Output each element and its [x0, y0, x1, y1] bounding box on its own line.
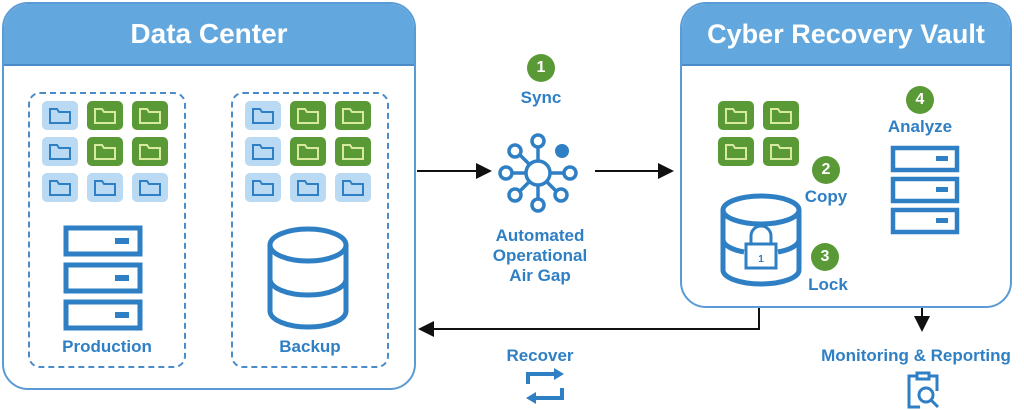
backup-label: Backup	[279, 337, 341, 356]
folder-tile-blue	[245, 101, 281, 130]
folder-icon	[94, 180, 116, 196]
production-label: Production	[62, 337, 152, 356]
database-icon	[267, 226, 349, 330]
server-stack-icon	[63, 225, 143, 331]
folder-tile-green	[763, 137, 799, 166]
folder-icon	[342, 108, 364, 124]
folder-icon	[297, 108, 319, 124]
folder-tile-green	[132, 101, 168, 130]
copy-label: Copy	[804, 187, 848, 206]
folder-tile-blue	[290, 173, 326, 202]
folder-icon	[297, 180, 319, 196]
step-badge-1: 1	[527, 54, 555, 82]
folder-icon	[49, 144, 71, 160]
vault-title: Cyber Recovery Vault	[682, 4, 1010, 66]
folder-tile-blue	[245, 173, 281, 202]
clipboard-search-icon	[907, 371, 940, 409]
data-center-title: Data Center	[4, 4, 414, 66]
folder-icon	[770, 144, 792, 160]
folder-tile-green	[718, 137, 754, 166]
folder-tile-blue	[245, 137, 281, 166]
sync-arrows-icon	[526, 368, 564, 404]
folder-tile-blue	[132, 173, 168, 202]
folder-tile-blue	[87, 173, 123, 202]
folder-tile-green	[335, 101, 371, 130]
folder-icon	[252, 144, 274, 160]
folder-icon	[139, 144, 161, 160]
folder-tile-green	[335, 137, 371, 166]
production-group	[28, 92, 186, 368]
analyze-server-icon	[890, 145, 960, 235]
folder-tile-green	[718, 101, 754, 130]
folder-icon	[49, 108, 71, 124]
folder-tile-blue	[42, 173, 78, 202]
folder-icon	[252, 180, 274, 196]
locked-database-icon: 1	[720, 193, 802, 287]
folder-tile-green	[87, 137, 123, 166]
sync-label: Sync	[520, 88, 562, 107]
folder-tile-green	[290, 101, 326, 130]
folder-tile-blue	[42, 137, 78, 166]
folder-tile-green	[132, 137, 168, 166]
folder-tile-green	[763, 101, 799, 130]
folder-tile-green	[87, 101, 123, 130]
lock-number: 1	[758, 254, 764, 265]
step-badge-4: 4	[906, 86, 934, 114]
lock-label: Lock	[808, 275, 848, 294]
folder-icon	[725, 108, 747, 124]
recover-label: Recover	[506, 346, 574, 365]
folder-tile-blue	[335, 173, 371, 202]
folder-tile-blue	[42, 101, 78, 130]
analyze-label: Analyze	[887, 117, 953, 136]
monitoring-label: Monitoring & Reporting	[821, 346, 1011, 365]
folder-icon	[297, 144, 319, 160]
step-badge-2: 2	[812, 156, 840, 184]
step-badge-3: 3	[811, 243, 839, 271]
air-gap-label-line: Automated	[495, 226, 585, 245]
folder-icon	[252, 108, 274, 124]
folder-icon	[94, 108, 116, 124]
folder-tile-green	[290, 137, 326, 166]
air-gap-label-line: Operational	[492, 246, 588, 265]
folder-icon	[342, 180, 364, 196]
network-hub-icon	[498, 133, 578, 213]
folder-icon	[342, 144, 364, 160]
folder-icon	[139, 180, 161, 196]
backup-group	[231, 92, 389, 368]
folder-icon	[94, 144, 116, 160]
folder-icon	[770, 108, 792, 124]
air-gap-label: Automated Operational Air Gap	[465, 226, 615, 286]
folder-icon	[725, 144, 747, 160]
folder-icon	[49, 180, 71, 196]
air-gap-label-line: Air Gap	[509, 266, 571, 285]
folder-icon	[139, 108, 161, 124]
